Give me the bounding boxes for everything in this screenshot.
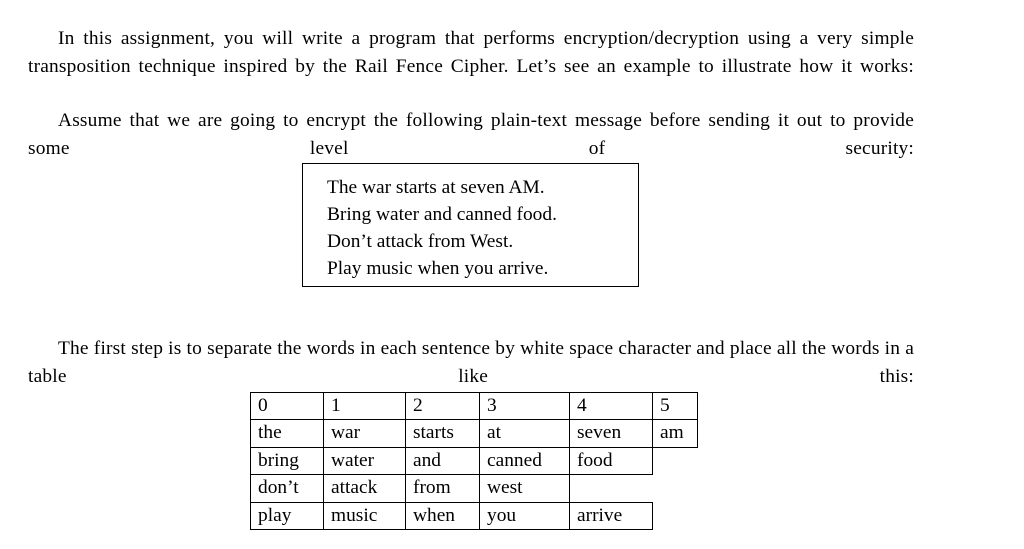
paragraph-assume: Assume that we are going to encrypt the … bbox=[28, 110, 914, 159]
table-cell-empty bbox=[653, 502, 698, 529]
table-cell-empty bbox=[653, 447, 698, 474]
table-cell: from bbox=[405, 474, 480, 503]
column-header-5: 5 bbox=[652, 391, 698, 421]
table-cell: seven bbox=[569, 419, 653, 448]
table-cell: the bbox=[250, 419, 324, 448]
plain-text-message-box: The war starts at seven AM. Bring water … bbox=[302, 163, 639, 287]
column-header-0: 0 bbox=[250, 391, 324, 421]
table-row: don’t attack from west bbox=[250, 474, 698, 503]
word-table: 0 1 2 3 4 5 the war starts at seven am b… bbox=[250, 391, 698, 531]
table-cell: and bbox=[405, 446, 480, 476]
column-header-1: 1 bbox=[323, 391, 406, 421]
table-row: bring water and canned food bbox=[250, 446, 698, 476]
table-row: the war starts at seven am bbox=[250, 419, 698, 448]
message-line-4: Play music when you arrive. bbox=[327, 258, 549, 279]
table-cell: when bbox=[405, 501, 480, 531]
table-cell-empty bbox=[569, 474, 653, 503]
table-cell: food bbox=[569, 446, 653, 476]
table-cell: am bbox=[652, 419, 698, 448]
table-cell: attack bbox=[323, 474, 406, 503]
table-cell: water bbox=[323, 446, 406, 476]
table-cell: play bbox=[250, 501, 324, 531]
table-cell-empty bbox=[653, 475, 698, 502]
table-cell: arrive bbox=[569, 501, 653, 531]
paragraph-first-step: The first step is to separate the words … bbox=[28, 338, 914, 387]
message-line-3: Don’t attack from West. bbox=[327, 231, 514, 252]
paragraph-intro: In this assignment, you will write a pro… bbox=[28, 28, 914, 77]
table-cell: bring bbox=[250, 446, 324, 476]
column-header-4: 4 bbox=[569, 391, 653, 421]
table-cell: you bbox=[479, 501, 570, 531]
table-cell: west bbox=[479, 474, 570, 503]
table-cell: war bbox=[323, 419, 406, 448]
table-cell: music bbox=[323, 501, 406, 531]
column-header-2: 2 bbox=[405, 391, 480, 421]
table-cell: don’t bbox=[250, 474, 324, 503]
column-header-3: 3 bbox=[479, 391, 570, 421]
table-row: play music when you arrive bbox=[250, 501, 698, 531]
table-cell: starts bbox=[405, 419, 480, 448]
table-cell: canned bbox=[479, 446, 570, 476]
message-line-2: Bring water and canned food. bbox=[327, 204, 557, 225]
table-header-row: 0 1 2 3 4 5 bbox=[250, 391, 698, 421]
message-line-1: The war starts at seven AM. bbox=[327, 177, 545, 198]
table-cell: at bbox=[479, 419, 570, 448]
